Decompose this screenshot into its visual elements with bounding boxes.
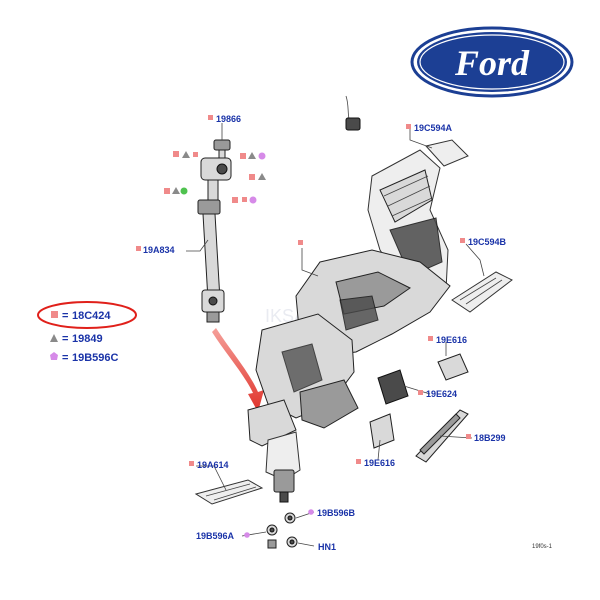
- triangle-symbol-icon: [50, 334, 58, 342]
- pentagon-symbol-icon: [50, 352, 58, 360]
- part-label-18b299: 18B299: [474, 433, 506, 443]
- part-label-19b596b: 19B596B: [317, 508, 356, 518]
- ford-logo: Ford: [410, 26, 574, 98]
- part-label-19e616-bottom: 19E616: [364, 458, 395, 468]
- legend-separator: =: [62, 310, 68, 322]
- part-label-19866: 19866: [216, 114, 241, 124]
- seat-belt-assembly: [164, 139, 266, 323]
- legend-item-label: 18C424: [72, 310, 111, 322]
- part-label-hn1: HN1: [318, 542, 336, 552]
- legend-highlight-ring: [37, 301, 137, 329]
- part-label-19e624: 19E624: [426, 389, 457, 399]
- leader-lines: [186, 123, 485, 547]
- square-symbol-icon: [51, 311, 58, 318]
- fastener-group: [266, 512, 298, 549]
- part-19c594b-pad: [451, 271, 513, 313]
- legend-separator: =: [62, 352, 68, 364]
- part-19a614-pad: [194, 479, 264, 505]
- legend-item-label: 19B596C: [72, 352, 119, 364]
- legend: = 18C424 = 19849 = 19B596C: [37, 301, 137, 364]
- figure-number: 19f0s-1: [532, 544, 553, 550]
- part-label-19a834: 19A834: [143, 245, 175, 255]
- part-label-19c594a: 19C594A: [414, 123, 453, 133]
- ford-logo-text: Ford: [454, 43, 530, 83]
- legend-separator: =: [62, 333, 68, 345]
- seat-frame: [247, 149, 451, 503]
- legend-item-label: 19849: [72, 333, 103, 345]
- part-19c594a-handle: [425, 139, 469, 167]
- cable-connector: [345, 95, 361, 131]
- part-19e616-bottom: [369, 413, 395, 449]
- part-label-19b596a: 19B596A: [196, 531, 235, 541]
- part-labels: 19866 19A834 19C594A 19C594B 19E616 19E6…: [136, 114, 553, 552]
- part-label-19e616-top: 19E616: [436, 335, 467, 345]
- part-label-19a614: 19A614: [197, 460, 229, 470]
- part-19e624-module: [377, 369, 409, 405]
- pointer-arrow: [212, 328, 264, 412]
- part-19e616-top: [437, 353, 469, 381]
- part-label-19c594b: 19C594B: [468, 237, 507, 247]
